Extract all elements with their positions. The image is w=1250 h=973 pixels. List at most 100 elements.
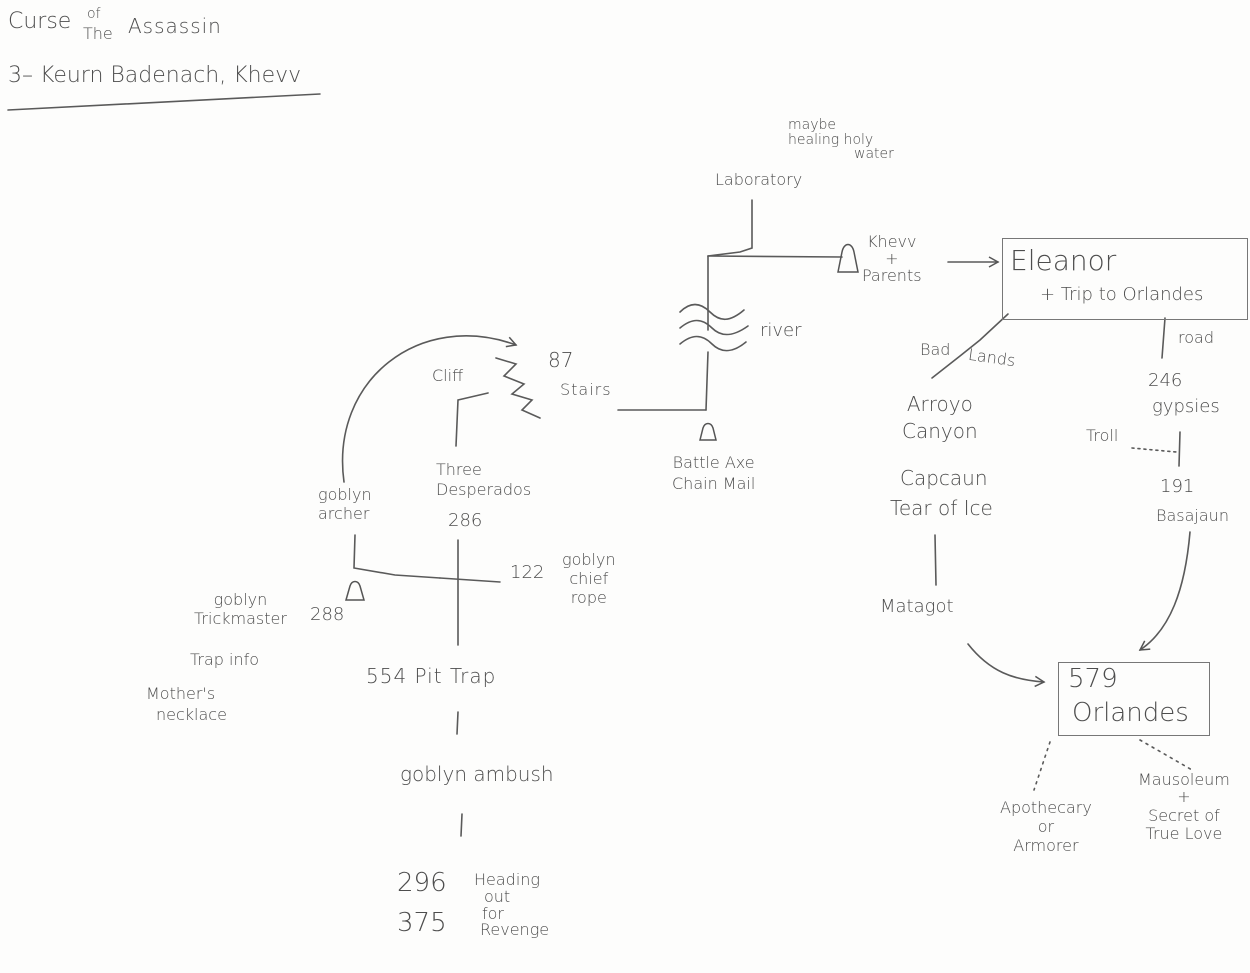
node-orlandes-box xyxy=(1058,662,1210,736)
node-bad: Bad xyxy=(920,340,951,359)
node-pit-trap: 554 Pit Trap xyxy=(366,664,497,688)
marker-battle-axe xyxy=(699,422,717,441)
archer-line-1: goblyn xyxy=(318,485,372,504)
node-basajaun-number: 191 xyxy=(1160,476,1195,497)
node-arroyo-canyon: Arroyo Canyon xyxy=(902,394,978,442)
holy-water-line-2: healing holy xyxy=(788,131,874,148)
node-goblyn-trickmaster: goblyn Trickmaster xyxy=(194,590,287,628)
node-battle-axe: Battle Axe Chain Mail xyxy=(672,453,756,493)
title-curse: Curse xyxy=(8,9,72,34)
node-orlandes: Orlandes xyxy=(1072,698,1189,728)
line-river-lower xyxy=(705,351,709,411)
arroyo-line-2: Canyon xyxy=(902,419,978,443)
node-goblyn-chief: goblyn chief rope xyxy=(562,550,616,607)
line-lab-khevv xyxy=(707,255,843,258)
chief-line-3: rope xyxy=(570,587,607,607)
node-matagot: Matagot xyxy=(880,596,954,617)
arrow-archer-stairs xyxy=(341,335,518,483)
mausoleum-line-2: + xyxy=(1177,786,1191,806)
trickmaster-line-2: Trickmaster xyxy=(194,608,287,628)
node-tear-of-ice: Tear of Ice xyxy=(890,496,993,520)
mausoleum-line-3: Secret of xyxy=(1148,805,1220,825)
river-wave-3 xyxy=(679,335,747,352)
line-orlandes-mausoleum xyxy=(1139,739,1193,771)
heading-line-4: Revenge xyxy=(480,920,550,940)
node-stairs: Stairs xyxy=(560,380,612,399)
node-trickmaster-number: 288 xyxy=(310,604,345,625)
node-laboratory: Laboratory xyxy=(715,170,803,189)
node-heading-out: Heading out for Revenge xyxy=(474,870,550,940)
node-cliff: Cliff xyxy=(432,366,464,385)
marker-archer xyxy=(345,580,365,601)
node-end-number-1: 296 xyxy=(397,868,447,898)
line-cliff xyxy=(455,392,489,447)
apothecary-line-3: Armorer xyxy=(1013,835,1079,855)
node-capcaun: Capcaun xyxy=(900,466,988,490)
battle-axe-line-2: Chain Mail xyxy=(672,473,756,493)
line-ambush-end xyxy=(460,813,463,837)
title-of: of xyxy=(87,6,101,22)
khevv-line-1: Khevv xyxy=(867,232,917,251)
node-goblyn-chief-number: 122 xyxy=(510,562,545,583)
node-river: river xyxy=(760,320,802,341)
node-road: road xyxy=(1178,328,1214,347)
line-laboratory xyxy=(707,199,753,257)
node-eleanor: Eleanor xyxy=(1010,244,1117,277)
apothecary-line-2: or xyxy=(1037,816,1055,836)
line-cross-horizontal xyxy=(439,577,501,583)
archer-line-2: archer xyxy=(318,503,370,523)
node-troll: Troll xyxy=(1086,426,1119,445)
heading-line-3: for xyxy=(482,903,504,923)
heading-line-1: Heading xyxy=(474,870,541,889)
node-three-desperados: Three Desperados xyxy=(436,460,532,499)
battle-axe-line-1: Battle Axe xyxy=(672,453,755,472)
node-mausoleum: Mausoleum + Secret of True Love xyxy=(1138,771,1230,844)
node-eleanor-sub: + Trip to Orlandes xyxy=(1040,284,1204,305)
holy-water-line-1: maybe xyxy=(788,117,837,133)
title-subtitle: 3– Keurn Badenach, Khevv xyxy=(8,63,302,88)
river-wave-2 xyxy=(679,319,749,336)
node-holy-water: maybe healing holy water xyxy=(788,118,894,162)
line-archer xyxy=(353,534,441,579)
arrow-basajaun-orlandes xyxy=(1138,531,1191,651)
river-wave-1 xyxy=(679,303,745,321)
title-assassin: Assassin xyxy=(128,14,222,38)
trickmaster-line-1: goblyn xyxy=(213,590,268,609)
chief-line-2: chief xyxy=(569,568,609,588)
line-pit-ambush xyxy=(456,711,459,735)
line-orlandes-apothecary xyxy=(1033,741,1051,791)
chief-line-1: goblyn xyxy=(562,550,616,569)
title-the: The xyxy=(83,24,113,43)
node-goblyn-ambush: goblyn ambush xyxy=(400,762,554,786)
node-mothers-necklace: Mother's necklace xyxy=(146,684,227,724)
line-gypsies-basajaun xyxy=(1178,431,1181,467)
stairs-zigzag xyxy=(495,357,541,419)
necklace-line-2: necklace xyxy=(156,704,227,724)
desperados-line-1: Three xyxy=(436,460,482,479)
node-goblyn-archer: goblyn archer xyxy=(318,485,372,523)
line-badlands xyxy=(931,313,1009,379)
node-orlandes-number: 579 xyxy=(1068,664,1118,694)
node-end-number-2: 375 xyxy=(397,908,447,938)
necklace-line-1: Mother's xyxy=(146,684,216,703)
heading-line-2: out xyxy=(484,886,511,906)
line-road xyxy=(1161,317,1166,359)
desperados-line-2: Desperados xyxy=(436,479,532,499)
mausoleum-line-4: True Love xyxy=(1145,824,1223,844)
arrow-matagot-orlandes xyxy=(967,643,1046,688)
node-khevv-parents: Khevv + Parents xyxy=(862,232,922,284)
node-gypsies: gypsies xyxy=(1152,396,1220,417)
node-desperados-number: 286 xyxy=(448,510,483,531)
marker-khevv xyxy=(837,243,859,273)
node-trap-info: Trap info xyxy=(190,650,260,669)
node-eleanor-box xyxy=(1002,238,1248,320)
line-troll-dotted xyxy=(1131,447,1177,453)
node-gypsies-number: 246 xyxy=(1148,370,1183,391)
node-basajaun: Basajaun xyxy=(1156,506,1229,525)
holy-water-line-3: water xyxy=(854,146,894,163)
node-apothecary: Apothecary or Armorer xyxy=(1000,798,1092,855)
arroyo-line-1: Arroyo xyxy=(906,392,973,416)
apothecary-line-1: Apothecary xyxy=(1000,798,1092,817)
